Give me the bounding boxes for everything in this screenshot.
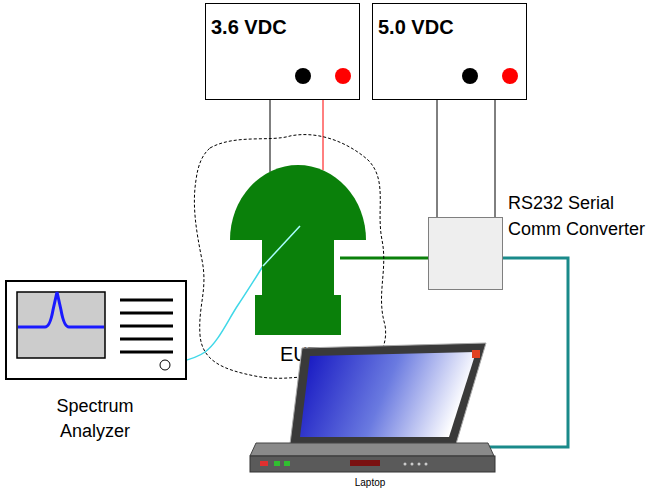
node-label: 5.0 VDC [378,16,454,39]
power-supply-box: 3.6 VDC [205,3,360,100]
laptop: Laptop [250,340,495,475]
spectrum-analyzer-illustration [5,280,187,380]
node-label: 3.6 VDC [211,16,287,39]
laptop-illustration [250,340,495,475]
cable-connector [270,100,271,172]
serial-converter-box: RS232 Serial Comm Converter [428,217,503,290]
cable-connector [495,100,496,217]
converter-box-shape [428,217,503,290]
power-supply-box: 5.0 VDC [372,3,527,100]
node-label: Laptop [320,477,420,488]
node-label: Spectrum Analyzer [25,394,165,444]
cable-connector [437,100,438,217]
spectrum-analyzer: Spectrum Analyzer [5,280,187,380]
node-label: RS232 Serial Comm Converter [508,190,648,242]
cable-connector [323,100,324,170]
